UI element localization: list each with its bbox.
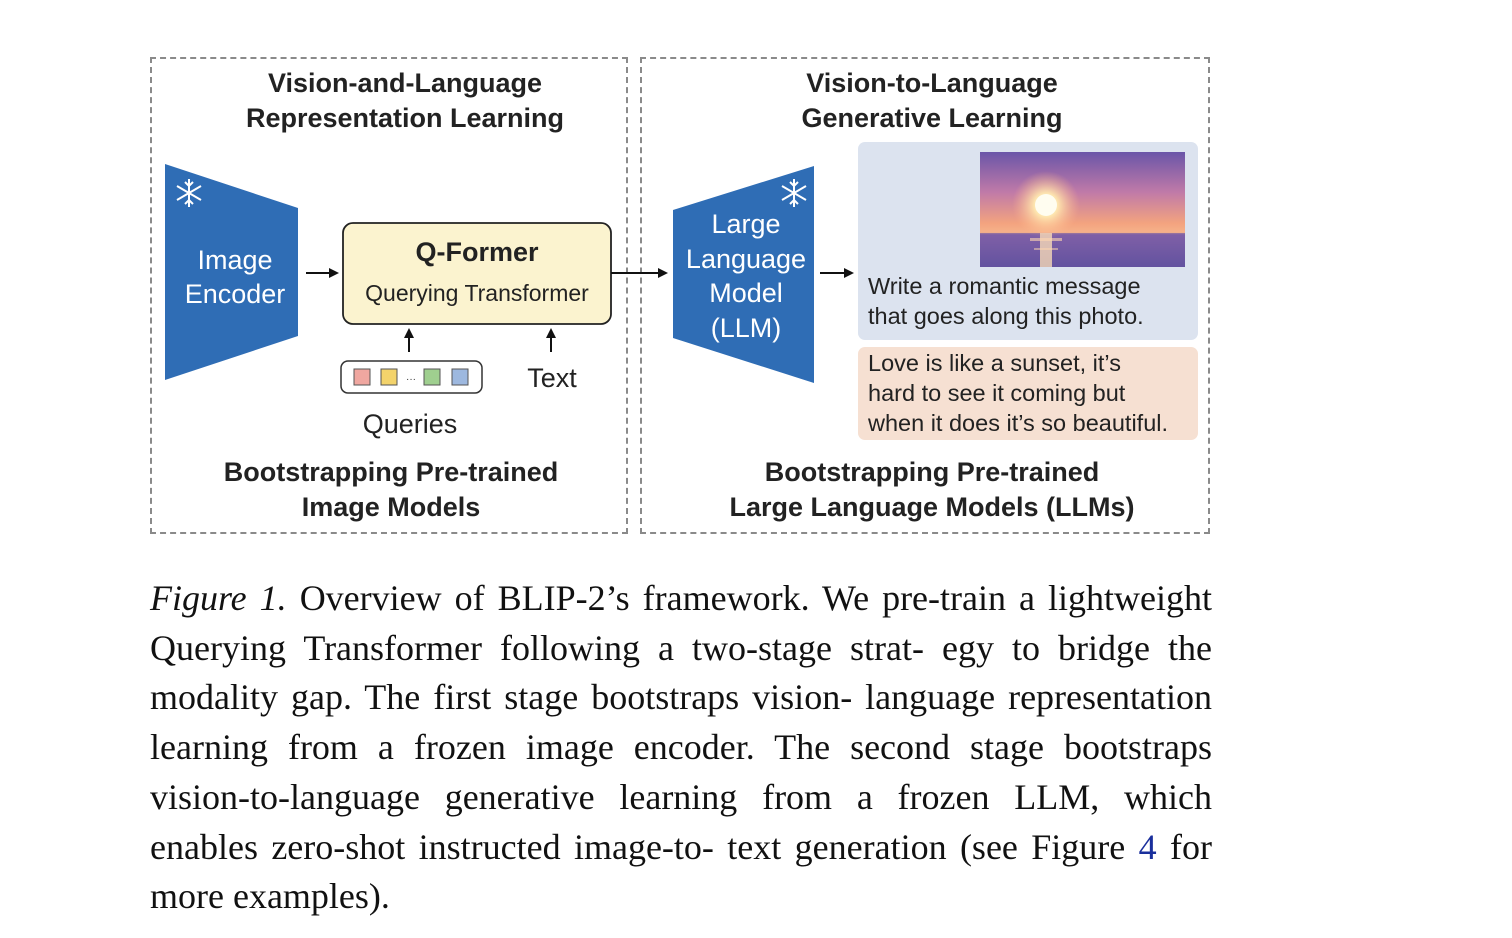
prompt-text: Write a romantic message that goes along…	[868, 271, 1198, 331]
llm-line2: Language	[685, 243, 807, 274]
caption-figure-ref-link[interactable]: 4	[1138, 826, 1157, 867]
snowflake-icon	[781, 179, 807, 207]
image-encoder-line1: Image	[197, 245, 273, 275]
queries-label: Queries	[362, 409, 458, 439]
response-text: Love is like a sunset, it’s hard to see …	[868, 348, 1203, 438]
response-line1: Love is like a sunset, it’s	[868, 350, 1121, 376]
caption-text-before-ref: Overview of BLIP-2’s framework. We pre-t…	[150, 578, 1212, 867]
stage1-heading-line1: Vision-and-Language	[267, 68, 543, 98]
query-token	[353, 368, 371, 386]
stage2-footer: Bootstrapping Pre-trained Large Language…	[640, 455, 1224, 525]
response-box	[858, 347, 1198, 440]
stage1-footer-line1: Bootstrapping Pre-trained	[223, 457, 559, 487]
caption-label: Figure 1.	[150, 578, 287, 618]
llm-label: Large Language Model (LLM)	[673, 207, 819, 345]
stage1-heading: Vision-and-Language Representation Learn…	[150, 66, 660, 136]
stage1-footer-line2: Image Models	[301, 492, 481, 522]
llm-line3: Model	[709, 278, 783, 308]
llm-block	[673, 166, 814, 383]
stage2-heading: Vision-to-Language Generative Learning	[640, 66, 1224, 136]
llm-line4: (LLM)	[710, 312, 782, 343]
qformer-subtitle: Querying Transformer	[365, 280, 589, 306]
stage2-heading-line2: Generative Learning	[801, 103, 1063, 133]
stage2-panel	[640, 57, 1210, 534]
stage2-footer-line2: Large Language Models (LLMs)	[729, 492, 1135, 522]
llm-line1: Large	[711, 209, 781, 239]
stage2-heading-line1: Vision-to-Language	[806, 68, 1058, 98]
stage1-heading-line2: Representation Learning	[245, 103, 565, 133]
prompt-line2: that goes along this photo.	[868, 303, 1144, 329]
framework-diagram: ···	[165, 142, 1198, 440]
response-line3: when it does it’s so beautiful.	[868, 410, 1169, 436]
stage2-footer-line1: Bootstrapping Pre-trained	[764, 457, 1100, 487]
image-encoder-block	[165, 164, 298, 380]
stage1-panel	[150, 57, 628, 534]
query-token	[380, 368, 398, 386]
stage1-footer: Bootstrapping Pre-trained Image Models	[150, 455, 632, 525]
prompt-line1: Write a romantic message	[868, 273, 1141, 299]
text-label: Text	[527, 363, 577, 393]
figure-caption: Figure 1. Overview of BLIP-2’s framework…	[150, 574, 1212, 922]
query-token	[423, 368, 441, 386]
query-token	[451, 368, 469, 386]
caption-text-after-ref: for more examples).	[150, 826, 1212, 917]
snowflake-icon	[176, 179, 202, 207]
image-encoder-label: Image Encoder	[165, 243, 305, 311]
image-encoder-line2: Encoder	[184, 279, 286, 309]
queries-container	[340, 360, 483, 394]
response-line2: hard to see it coming but	[868, 380, 1126, 406]
query-ellipsis: ···	[406, 374, 416, 385]
qformer-title: Q-Former	[415, 237, 539, 267]
sunset-photo	[980, 152, 1185, 267]
